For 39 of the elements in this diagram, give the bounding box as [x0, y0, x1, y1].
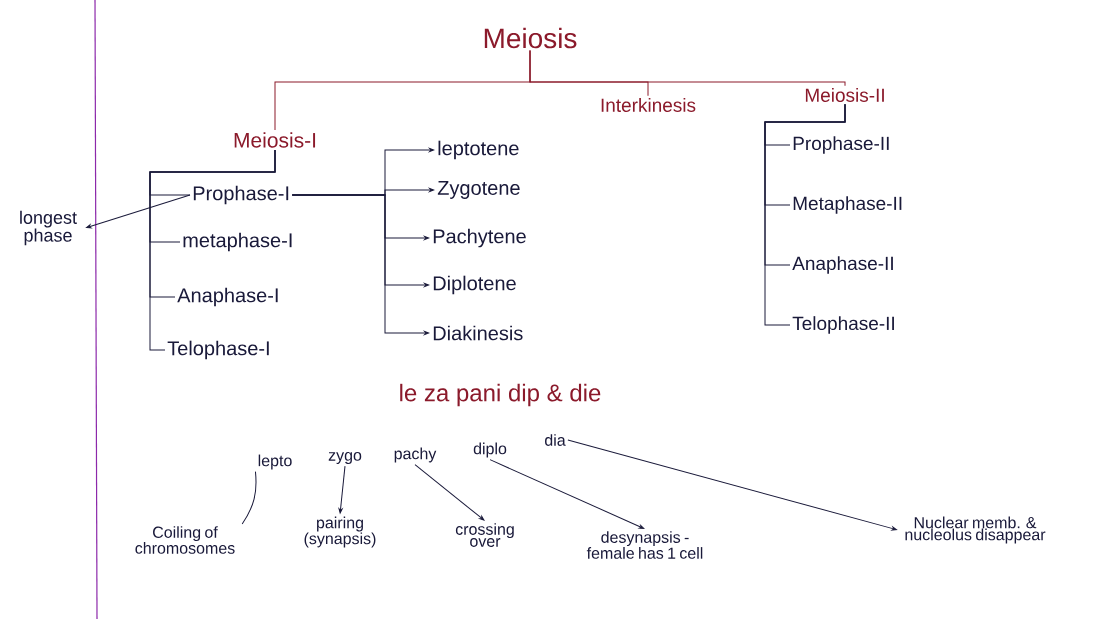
phase-text: pairing (synapsis): [304, 516, 376, 548]
heading-text: Meiosis-II: [805, 88, 884, 102]
phase-text: Telophase-II: [792, 316, 894, 334]
phase-text: pachy: [394, 447, 437, 463]
phase-text: diplo: [473, 442, 507, 458]
connector-line: [529, 50, 846, 87]
mnemonic-text: le za pani dip & die: [400, 383, 601, 407]
arrow: [338, 465, 346, 514]
phase-text: Prophase-I: [193, 185, 289, 205]
phase-text: lepto: [258, 454, 292, 470]
phase-text: metaphase-I: [183, 232, 292, 252]
phase-text: Diakinesis: [433, 325, 523, 341]
connector-line: [241, 471, 257, 525]
phase-text: Diplotene: [433, 275, 516, 295]
phase-text: Nuclear memb. & nucleolus disappear: [905, 516, 1046, 544]
phase-text: Telophase-I: [167, 340, 269, 360]
phase-text: Pachytene: [433, 228, 526, 248]
phase-text: longest phase: [20, 210, 77, 246]
phase-text: crossing over: [455, 523, 514, 547]
arrow: [567, 439, 897, 531]
phase-text: leptotene: [438, 140, 519, 160]
phase-text: Anaphase-II: [792, 256, 893, 274]
phase-text: Anaphase-I: [177, 287, 278, 307]
connector-line: [149, 149, 276, 351]
arrow: [414, 464, 485, 521]
phase-text: dia: [545, 434, 566, 446]
phase-text: zygo: [328, 452, 362, 464]
phase-text: Metaphase-II: [793, 196, 902, 214]
phase-text: desynapsis - female has 1 cell: [586, 531, 703, 559]
arrow: [489, 459, 645, 529]
phase-text: Zygotene: [437, 181, 520, 199]
phase-text: Prophase-II: [793, 136, 889, 154]
arrow: [291, 194, 430, 335]
phase-text: Coiling of chromosomes: [135, 526, 235, 554]
heading-text: Meiosis: [484, 27, 577, 49]
arrow: [86, 194, 191, 229]
heading-text: Interkinesis: [601, 98, 696, 112]
connector-line: [764, 103, 846, 326]
heading-text: Meiosis-I: [234, 132, 316, 148]
